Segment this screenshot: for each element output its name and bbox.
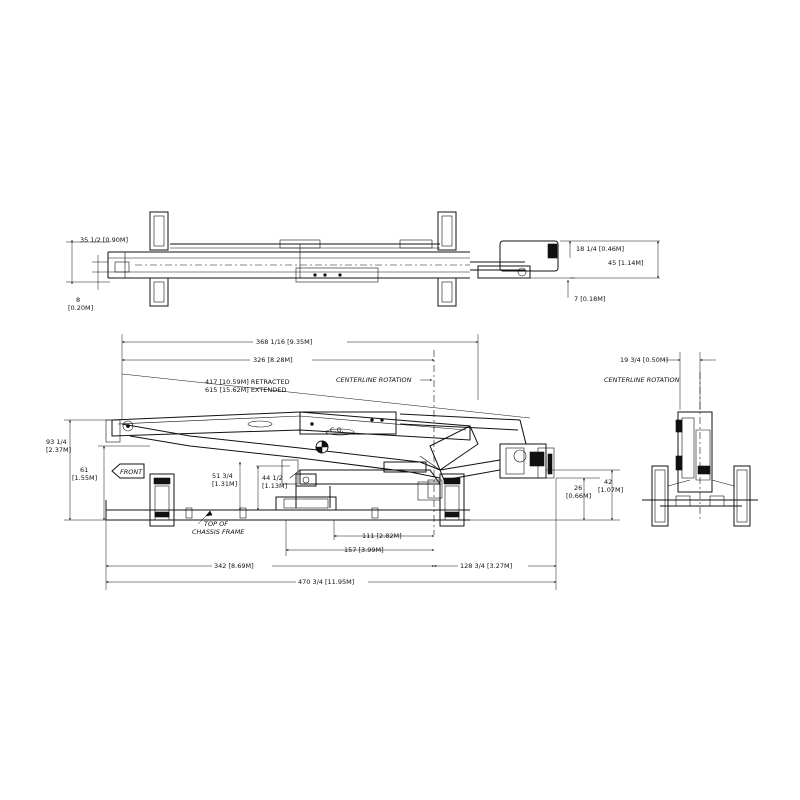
top-offset-dimension: 8 [0.20M] bbox=[68, 255, 108, 312]
svg-text:CENTERLINE ROTATION: CENTERLINE ROTATION bbox=[604, 376, 680, 384]
front-wheel-side bbox=[149, 473, 175, 527]
svg-text:7 [0.18M]: 7 [0.18M] bbox=[574, 295, 605, 303]
bucket-dimensions: 18 1/4 [0.46M] 45 [1.14M] 7 [0.18M] bbox=[530, 240, 660, 303]
horizontal-dimensions: 111 [2.82M] 157 [3.99M] 342 [8.69M] 128 … bbox=[105, 478, 557, 590]
svg-text:93 1/4: 93 1/4 bbox=[46, 438, 67, 446]
svg-text:8: 8 bbox=[76, 296, 80, 304]
turret-side: C.G. bbox=[281, 426, 443, 508]
bucket-top-view bbox=[499, 240, 559, 272]
front-tire-upper bbox=[149, 211, 169, 251]
side-view: 368 1/16 [9.35M] 326 [8.28M] CENTERLINE … bbox=[46, 334, 623, 590]
svg-text:CENTERLINE ROTATION: CENTERLINE ROTATION bbox=[336, 376, 412, 384]
top-width-label: 35 1/2 [0.90M] bbox=[80, 236, 128, 244]
rear-wheel-side bbox=[417, 473, 465, 527]
bucket-side-view bbox=[499, 419, 555, 479]
main-boom-side bbox=[105, 411, 471, 479]
svg-text:[0.20M]: [0.20M] bbox=[68, 304, 93, 312]
svg-text:61: 61 bbox=[80, 466, 88, 474]
svg-text:51 3/4: 51 3/4 bbox=[212, 472, 233, 480]
svg-text:111 [2.82M]: 111 [2.82M] bbox=[362, 532, 402, 540]
height-dimensions-left: 93 1/4 [2.37M] 61 [1.55M] bbox=[46, 419, 150, 521]
overall-reach-label: 368 1/16 [9.35M] bbox=[256, 338, 312, 346]
svg-text:CHASSIS FRAME: CHASSIS FRAME bbox=[192, 528, 245, 536]
front-label: FRONT bbox=[120, 468, 143, 476]
svg-text:[1.55M]: [1.55M] bbox=[72, 474, 97, 482]
svg-text:TOP OF: TOP OF bbox=[204, 520, 228, 528]
svg-text:342 [8.69M]: 342 [8.69M] bbox=[214, 562, 254, 570]
svg-text:417 [10.59M] RETRACTED: 417 [10.59M] RETRACTED bbox=[205, 378, 290, 386]
reach-dimensions: 368 1/16 [9.35M] 326 [8.28M] bbox=[121, 334, 479, 420]
svg-text:18 1/4 [0.46M]: 18 1/4 [0.46M] bbox=[576, 245, 624, 253]
cg-label: C.G. bbox=[330, 426, 344, 434]
rotation-reach-label: 326 [8.28M] bbox=[253, 356, 293, 364]
top-width-dimension: 35 1/2 [0.90M] bbox=[66, 236, 128, 285]
svg-text:[1.31M]: [1.31M] bbox=[212, 480, 237, 488]
upper-boom-side bbox=[399, 413, 521, 481]
chassis-frame-callout: TOP OF CHASSIS FRAME bbox=[192, 510, 245, 536]
end-wheel-left bbox=[651, 465, 669, 527]
front-arrow: FRONT bbox=[111, 463, 145, 479]
height-dimensions-right: 26 [0.66M] 42 [1.07M] bbox=[470, 469, 623, 521]
svg-text:26: 26 bbox=[574, 484, 582, 492]
svg-text:44 1/2: 44 1/2 bbox=[262, 474, 283, 482]
svg-text:[1.07M]: [1.07M] bbox=[598, 486, 623, 494]
top-view: 35 1/2 [0.90M] 8 [0.20M] 18 1/4 [0.46M] … bbox=[66, 211, 660, 312]
end-view: 19 3/4 [0.50M] CENTERLINE ROTATION bbox=[604, 352, 758, 527]
svg-text:157 [3.99M]: 157 [3.99M] bbox=[344, 546, 384, 554]
rear-tire-upper bbox=[437, 211, 457, 251]
svg-text:42: 42 bbox=[604, 478, 612, 486]
end-wheel-right bbox=[733, 465, 751, 527]
height-dimensions-center: 51 3/4 [1.31M] 44 1/2 [1.13M] bbox=[212, 461, 290, 511]
svg-text:128 3/4 [3.27M]: 128 3/4 [3.27M] bbox=[460, 562, 512, 570]
svg-text:[2.37M]: [2.37M] bbox=[46, 446, 71, 454]
svg-text:[0.66M]: [0.66M] bbox=[566, 492, 591, 500]
svg-text:470 3/4 [11.95M]: 470 3/4 [11.95M] bbox=[298, 578, 354, 586]
boom-top-view bbox=[470, 240, 559, 279]
chassis-frame-top bbox=[107, 239, 470, 283]
svg-text:[1.13M]: [1.13M] bbox=[262, 482, 287, 490]
svg-text:615 [15.62M] EXTENDED: 615 [15.62M] EXTENDED bbox=[205, 386, 286, 394]
svg-text:45 [1.14M]: 45 [1.14M] bbox=[608, 259, 644, 267]
end-width-label: 19 3/4 [0.50M] bbox=[620, 356, 668, 364]
